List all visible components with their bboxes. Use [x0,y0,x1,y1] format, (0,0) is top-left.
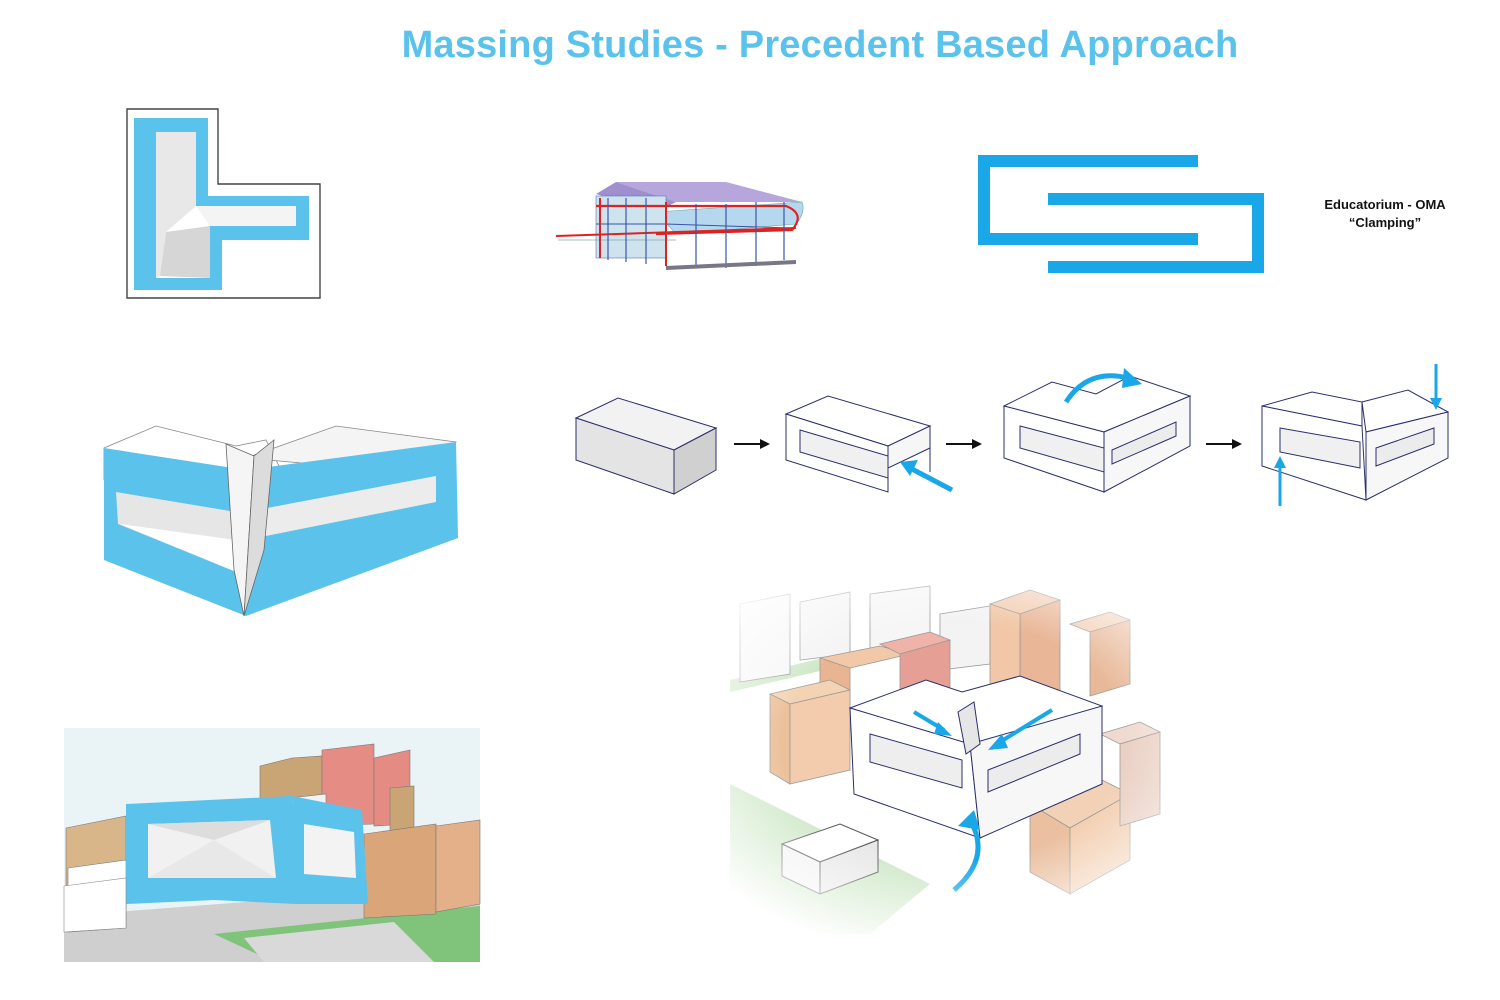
process-step-block [574,397,718,495]
site-context-model [730,584,1230,934]
precedent-name: Educatorium - OMA [1324,197,1446,212]
page-title: Massing Studies - Precedent Based Approa… [401,24,1239,66]
clamping-diagram [978,155,1264,273]
precedent-concept: “Clamping” [1348,215,1422,230]
push-arrow-icon [900,460,954,493]
plan-section-diagram [126,108,321,299]
street-view-render [63,728,481,962]
curved-arrow-icon [1063,368,1142,404]
process-step-rotated-wing [1002,375,1192,493]
arrow-right-icon [946,439,982,449]
precedent-caption: Educatorium - OMA “Clamping” [1300,196,1470,232]
process-step-clamped-form [1261,364,1450,506]
arrow-right-icon [1206,439,1242,449]
folded-massing-model [103,425,458,617]
process-step-carved-loop [784,395,932,493]
precedent-building-render [555,182,804,270]
arrow-right-icon [734,439,770,449]
